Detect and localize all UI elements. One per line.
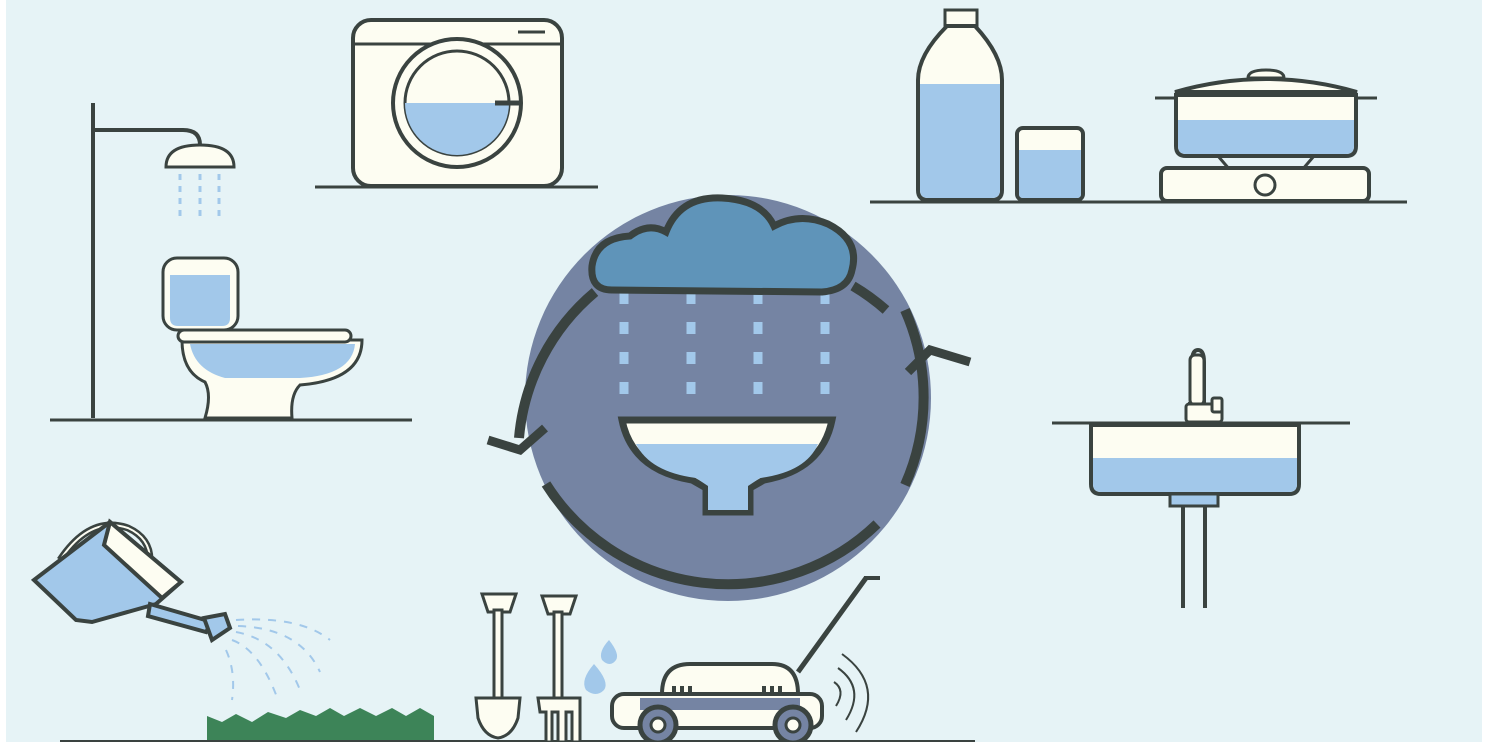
washing-machine-icon	[353, 20, 562, 186]
glass-icon	[1017, 128, 1083, 200]
